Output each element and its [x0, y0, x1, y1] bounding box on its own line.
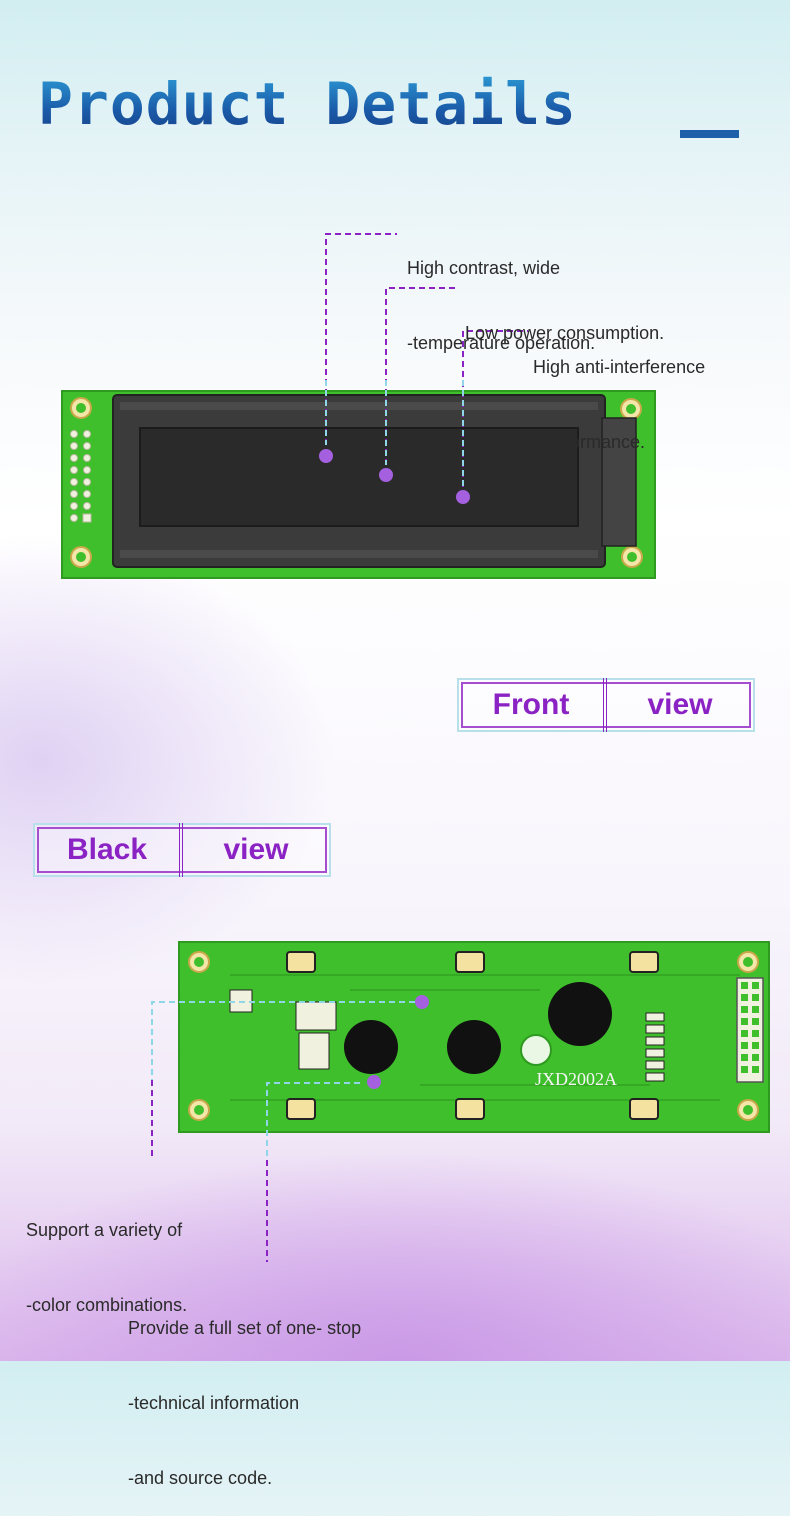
- board-label: JXD2002A: [535, 1069, 617, 1089]
- back-callout-support-line1: Provide a full set of one- stop: [128, 1318, 362, 1338]
- front-callout-interference: High anti-interference -performance.: [533, 305, 705, 480]
- front-view-tag-word2: view: [647, 688, 713, 721]
- black-view-tag-word2: view: [223, 833, 289, 866]
- black-view-tag-word1: Black: [35, 823, 183, 877]
- front-callout-power: Low power consumption.: [465, 271, 664, 371]
- front-callout-contrast-line2: -temperature operation.: [407, 333, 596, 353]
- front-callout-interference-line1: High anti-interference: [533, 357, 706, 377]
- front-callout-power-line1: Low power consumption.: [465, 323, 665, 343]
- product-illustration: JXD2002A: [61, 233, 770, 1262]
- back-callout-colors-line2: -color combinations.: [26, 1295, 188, 1315]
- front-callout-interference-line2: -performance.: [533, 432, 646, 452]
- front-view-tag: Front view: [457, 678, 755, 732]
- front-callout-contrast-line1: High contrast, wide: [407, 258, 561, 278]
- front-callout-contrast: High contrast, wide -temperature operati…: [407, 206, 595, 381]
- back-callout-colors-line1: Support a variety of: [26, 1220, 183, 1240]
- back-callout-support-line3: -and source code.: [128, 1468, 273, 1488]
- title-underline: [680, 130, 739, 138]
- back-callout-colors: Support a variety of -color combinations…: [26, 1168, 187, 1343]
- front-view-tag-word1: Front: [459, 678, 607, 732]
- page-title: Product Details: [38, 70, 577, 138]
- back-pcb-module: JXD2002A: [151, 941, 770, 1262]
- black-view-tag: Black view: [33, 823, 331, 877]
- front-lcd-module: [61, 233, 656, 579]
- back-callout-support-line2: -technical information: [128, 1393, 300, 1413]
- back-callout-support: Provide a full set of one- stop -technic…: [128, 1266, 361, 1516]
